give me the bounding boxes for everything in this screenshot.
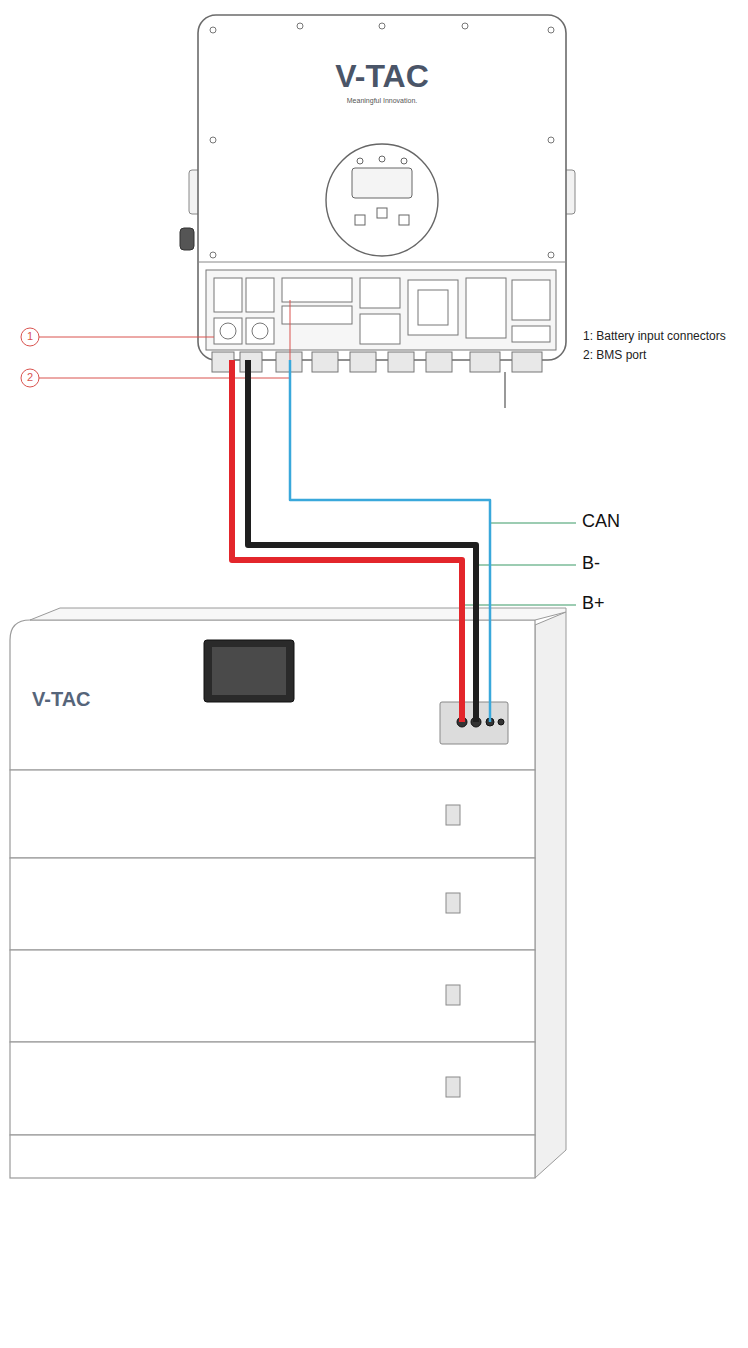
leader-line bbox=[490, 522, 576, 523]
signal-name: B+ bbox=[582, 594, 605, 614]
leader-line bbox=[476, 564, 576, 565]
callout-number: 2 bbox=[24, 371, 36, 383]
terminal-blocks bbox=[214, 278, 550, 344]
signal-name: CAN bbox=[582, 512, 620, 532]
brand-tagline: Meaningful Innovation. bbox=[198, 97, 566, 105]
leader-line bbox=[290, 300, 291, 378]
battery-modules bbox=[10, 770, 535, 1178]
battery-screen-glass bbox=[212, 647, 286, 695]
callout-circle bbox=[21, 369, 39, 387]
panel-divider bbox=[198, 262, 566, 263]
leader-line bbox=[462, 604, 576, 605]
callout-number: 1 bbox=[24, 330, 36, 342]
negative-cable bbox=[248, 360, 476, 722]
module-handles bbox=[446, 805, 460, 1097]
inverter-housing bbox=[198, 15, 566, 360]
display-buttons bbox=[355, 156, 409, 225]
callout-circle bbox=[21, 328, 39, 346]
battery-top-module bbox=[10, 620, 535, 770]
signal-name: B- bbox=[582, 554, 600, 574]
wiring-panel bbox=[206, 270, 556, 350]
terminal-sockets bbox=[457, 717, 504, 727]
battery-lid bbox=[30, 608, 566, 620]
inverter: V-TAC Meaningful Innovation. bbox=[198, 15, 566, 360]
leader-line bbox=[39, 337, 214, 338]
positive-cable bbox=[232, 360, 462, 722]
brand-logo: V-TAC bbox=[198, 59, 566, 94]
battery-screen bbox=[204, 640, 294, 702]
cable-glands bbox=[212, 352, 542, 372]
ac-cable bbox=[504, 372, 506, 408]
leader-line bbox=[39, 378, 290, 379]
callout-legend: 2: BMS port bbox=[583, 349, 646, 362]
battery-stack: V-TAC bbox=[10, 608, 568, 1180]
callout-legend: 1: Battery input connectors bbox=[583, 330, 726, 343]
dc-switch bbox=[180, 228, 194, 250]
terminal-plate bbox=[440, 702, 508, 744]
display-ring bbox=[326, 144, 438, 256]
brand-logo: V-TAC bbox=[32, 688, 162, 710]
can-cable bbox=[290, 360, 490, 722]
battery-side bbox=[535, 612, 566, 1178]
display-screen bbox=[352, 168, 412, 198]
